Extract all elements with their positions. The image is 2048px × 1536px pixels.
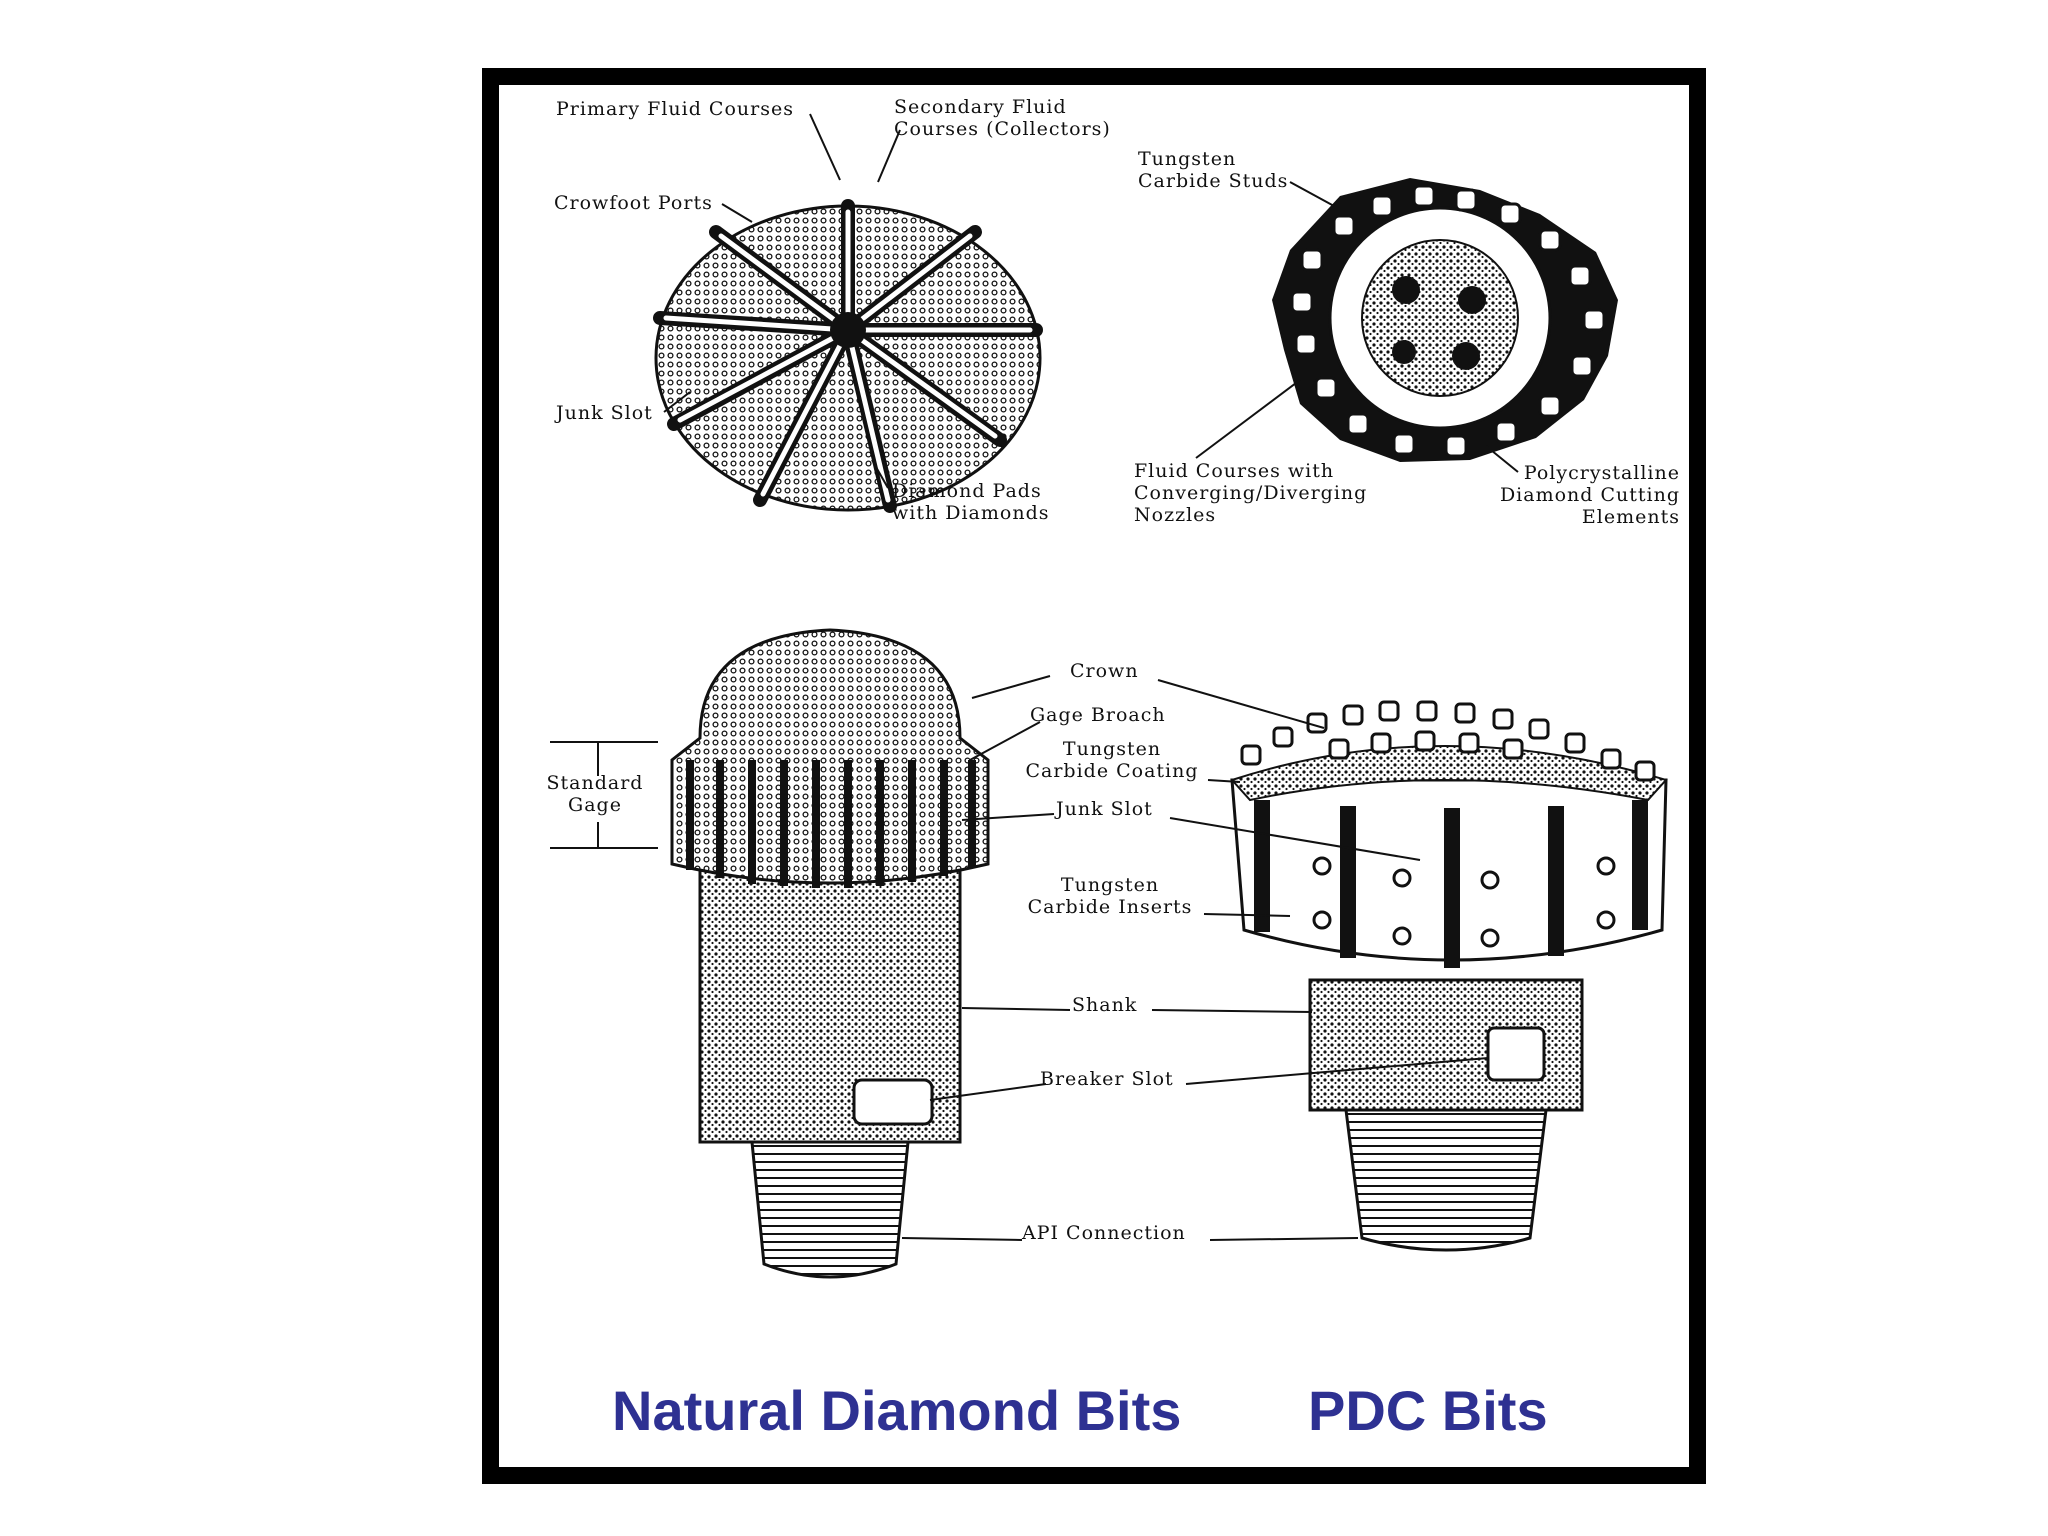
label-secondary-fluid-courses: Secondary Fluid Courses (Collectors) [894, 96, 1111, 140]
label-fluid-courses-nozzles: Fluid Courses with Converging/Diverging … [1134, 460, 1367, 526]
label-tungsten-carbide-inserts: Tungsten Carbide Inserts [1012, 874, 1208, 918]
caption-natural-diamond-bits: Natural Diamond Bits [612, 1378, 1181, 1443]
label-gage-broach: Gage Broach [1030, 704, 1166, 726]
label-crown: Crown [1070, 660, 1139, 682]
label-tungsten-carbide-coating: Tungsten Carbide Coating [1012, 738, 1212, 782]
label-standard-gage: Standard Gage [540, 772, 650, 816]
label-pdc-cutting-elements: Polycrystalline Diamond Cutting Elements [1480, 462, 1680, 528]
pdc-bit-face [1272, 178, 1618, 462]
label-api-connection: API Connection [1022, 1222, 1186, 1244]
natural-diamond-bit-face [656, 206, 1040, 510]
pdc-bit-side [1232, 702, 1666, 1250]
label-shank: Shank [1072, 994, 1137, 1016]
label-junk-slot-side: Junk Slot [1056, 798, 1153, 820]
label-junk-slot-face: Junk Slot [556, 402, 653, 424]
label-crowfoot-ports: Crowfoot Ports [554, 192, 713, 214]
label-primary-fluid-courses: Primary Fluid Courses [556, 98, 794, 120]
label-breaker-slot: Breaker Slot [1040, 1068, 1174, 1090]
label-diamond-pads: Diamond Pads with Diamonds [892, 480, 1050, 524]
caption-pdc-bits: PDC Bits [1308, 1378, 1548, 1443]
natural-diamond-bit-side [672, 630, 988, 1277]
label-tungsten-carbide-studs: Tungsten Carbide Studs [1138, 148, 1288, 192]
